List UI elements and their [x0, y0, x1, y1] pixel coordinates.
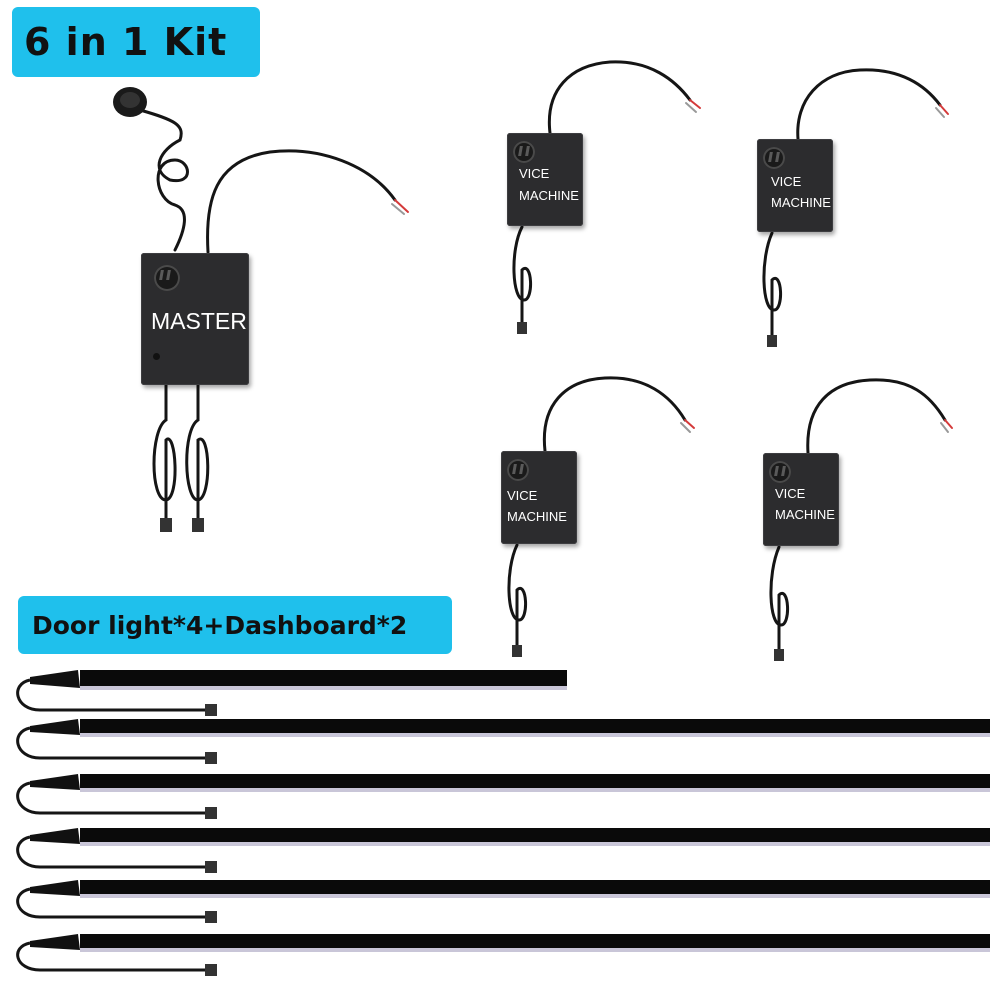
led-strip-6	[16, 934, 990, 976]
slave-3-lead	[542, 376, 687, 453]
master-control-box: MASTER	[141, 253, 249, 385]
master-power-lead	[206, 149, 397, 254]
brand-logo-icon	[763, 147, 785, 169]
brand-logo-icon	[154, 265, 180, 291]
switch-cable	[138, 108, 189, 252]
master-output-cable-2	[185, 383, 210, 522]
slave-1-lead	[547, 60, 692, 135]
slave-box-line2: MACHINE	[519, 188, 579, 203]
slave-box-line1: VICE	[771, 174, 802, 189]
slave-box-4: VICE MACHINE	[763, 453, 839, 546]
slave-box-line2: MACHINE	[507, 509, 567, 524]
slave-2-lead	[796, 68, 942, 141]
indicator-dot	[153, 353, 160, 360]
led-strip-2	[16, 719, 990, 764]
led-strip-3	[16, 774, 990, 819]
slave-box-1: VICE MACHINE	[507, 133, 583, 226]
slave-2-cable	[762, 231, 783, 340]
switch-button-icon	[113, 87, 147, 117]
brand-logo-icon	[513, 141, 535, 163]
slave-box-2: VICE MACHINE	[757, 139, 833, 232]
slave-box-line2: MACHINE	[775, 507, 835, 522]
led-strip-5	[16, 880, 990, 923]
slave-4-lead	[806, 378, 947, 455]
led-strip-1	[16, 670, 567, 716]
slave-box-line2: MACHINE	[771, 195, 831, 210]
slave-3-cable	[507, 543, 528, 650]
master-label: MASTER	[151, 308, 247, 334]
brand-logo-icon	[769, 461, 791, 483]
strips-title-badge: Door light*4+Dashboard*2	[18, 596, 452, 654]
brand-logo-icon	[507, 459, 529, 481]
kit-title: 6 in 1 Kit	[24, 20, 228, 64]
strips-title: Door light*4+Dashboard*2	[32, 610, 408, 640]
slave-4-cable	[769, 545, 790, 654]
slave-box-3: VICE MACHINE	[501, 451, 577, 544]
slave-1-cable	[512, 225, 533, 327]
slave-box-line1: VICE	[519, 166, 550, 181]
slave-box-line1: VICE	[507, 488, 538, 503]
led-strips	[16, 670, 990, 976]
master-output-cable-1	[152, 383, 177, 522]
slave-box-line1: VICE	[775, 486, 806, 501]
led-strip-4	[16, 828, 990, 873]
kit-title-badge: 6 in 1 Kit	[12, 7, 260, 77]
